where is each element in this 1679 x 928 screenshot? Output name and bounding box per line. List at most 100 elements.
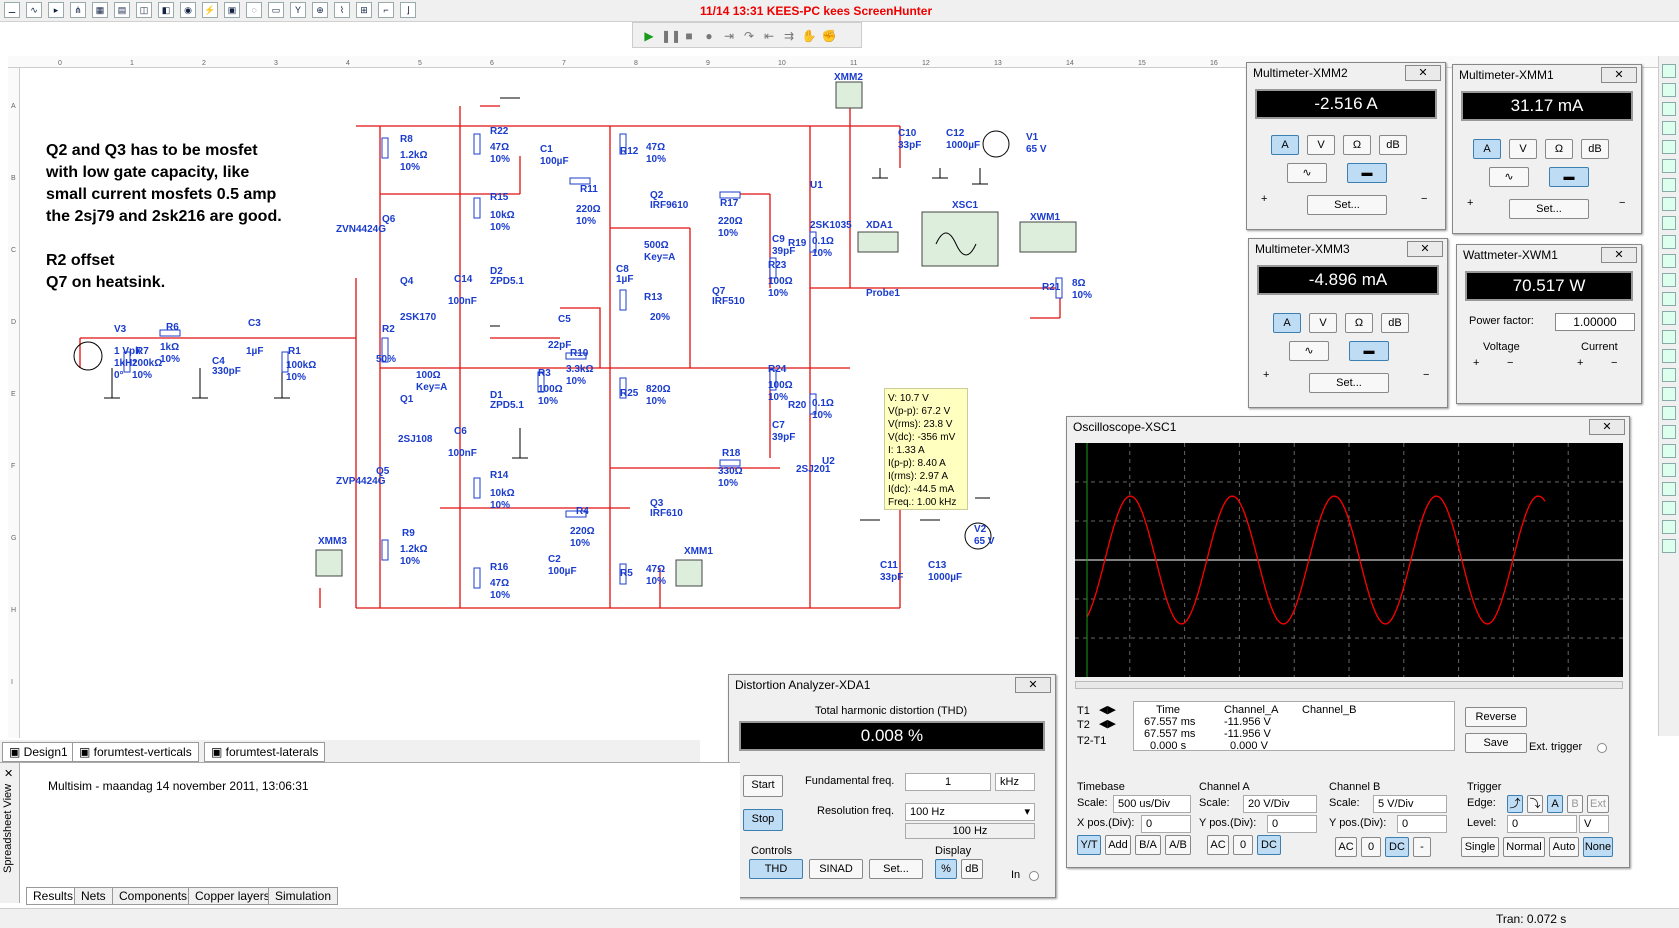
- breakpoint-icon[interactable]: ●: [705, 29, 713, 43]
- close-icon[interactable]: ✕: [1015, 677, 1051, 693]
- instrument-icon[interactable]: [1662, 349, 1676, 363]
- distortion-analyzer-window[interactable]: Distortion Analyzer-XDA1 ✕ Total harmoni…: [728, 674, 1056, 898]
- fundamental-unit-select[interactable]: kHz: [995, 773, 1035, 791]
- stop-icon[interactable]: ■: [685, 29, 693, 43]
- instrument-icon[interactable]: [1662, 102, 1676, 116]
- oscilloscope-xsc1-window[interactable]: Oscilloscope-XSC1 ✕ T1 T2 T2-T1 ◀▶ ◀▶ Ti…: [1066, 416, 1630, 868]
- ac-mode-button[interactable]: ∿: [1489, 167, 1529, 187]
- start-button[interactable]: Start: [743, 775, 783, 797]
- timebase-scale-input[interactable]: 500 us/Div: [1113, 795, 1191, 813]
- level-unit-select[interactable]: V: [1579, 815, 1609, 833]
- thd-button[interactable]: THD: [749, 859, 803, 879]
- instrument-icon[interactable]: [1662, 83, 1676, 97]
- reverse-button[interactable]: Reverse: [1465, 707, 1527, 727]
- close-icon[interactable]: ✕: [1589, 419, 1625, 435]
- in-terminal[interactable]: [1029, 871, 1039, 881]
- close-icon[interactable]: ✕: [4, 768, 14, 780]
- none-button[interactable]: None: [1583, 837, 1613, 857]
- grab-icon[interactable]: ✊: [821, 29, 837, 43]
- instrument-icon[interactable]: [1662, 501, 1676, 515]
- set-button[interactable]: Set...: [1509, 199, 1589, 219]
- instrument-icon[interactable]: [1662, 311, 1676, 325]
- bus-tool-icon[interactable]: ⌇: [334, 2, 350, 18]
- cmos-tool-icon[interactable]: ▤: [114, 2, 130, 18]
- tab-nets[interactable]: Nets: [74, 887, 113, 905]
- db-button[interactable]: dB: [1581, 139, 1609, 159]
- step-tool-icon[interactable]: ⌋: [400, 2, 416, 18]
- instrument-icon[interactable]: [1662, 64, 1676, 78]
- ttl-tool-icon[interactable]: ▦: [92, 2, 108, 18]
- set-button[interactable]: Set...: [1309, 373, 1389, 393]
- ac-mode-button[interactable]: ∿: [1287, 163, 1327, 183]
- tab-design1[interactable]: ▣ Design1: [2, 742, 75, 762]
- channel-a-ypos-input[interactable]: 0: [1267, 815, 1317, 833]
- multimeter-xmm2-window[interactable]: Multimeter-XMM2 ✕ -2.516 A A V Ω dB ∿ ▬ …: [1246, 62, 1446, 230]
- close-icon[interactable]: ✕: [1405, 65, 1441, 81]
- pause-icon[interactable]: ❚❚: [661, 29, 682, 43]
- xpos-input[interactable]: 0: [1141, 815, 1191, 833]
- t2-arrows[interactable]: ◀▶: [1099, 718, 1116, 730]
- single-button[interactable]: Single: [1461, 837, 1499, 857]
- resistor-tool-icon[interactable]: ∿: [26, 2, 42, 18]
- sinad-button[interactable]: SINAD: [809, 859, 863, 879]
- tab-copper-layers[interactable]: Copper layers: [188, 887, 277, 905]
- rising-edge-icon[interactable]: ⤴: [1507, 795, 1523, 813]
- db-button[interactable]: dB: [1379, 135, 1407, 155]
- instrument-icon[interactable]: [1662, 520, 1676, 534]
- falling-edge-icon[interactable]: ⤵: [1527, 795, 1543, 813]
- instrument-icon[interactable]: [1662, 292, 1676, 306]
- instrument-icon[interactable]: [1662, 178, 1676, 192]
- hand-icon[interactable]: ✋: [801, 29, 817, 43]
- volt-button[interactable]: V: [1509, 139, 1537, 159]
- instrument-icon[interactable]: [1662, 197, 1676, 211]
- indicator-tool-icon[interactable]: ◉: [180, 2, 196, 18]
- instrument-icon[interactable]: [1662, 254, 1676, 268]
- connector-tool-icon[interactable]: ⌐: [378, 2, 394, 18]
- step-out-icon[interactable]: ⇤: [763, 29, 775, 43]
- chb-ac-button[interactable]: AC: [1335, 837, 1357, 857]
- dc-mode-button[interactable]: ▬: [1347, 163, 1387, 183]
- rf-tool-icon[interactable]: ◌: [246, 2, 262, 18]
- probe-tool-icon[interactable]: ⊕: [312, 2, 328, 18]
- volt-button[interactable]: V: [1307, 135, 1335, 155]
- amp-button[interactable]: A: [1273, 313, 1301, 333]
- multimeter-xmm3-window[interactable]: Multimeter-XMM3 ✕ -4.896 mA A V Ω dB ∿ ▬…: [1248, 238, 1448, 408]
- instrument-icon[interactable]: [1662, 140, 1676, 154]
- tab-forumtest-laterals[interactable]: ▣ forumtest-laterals: [204, 742, 326, 762]
- run-to-cursor-icon[interactable]: ⇉: [783, 29, 795, 43]
- instrument-icon[interactable]: [1662, 444, 1676, 458]
- percent-button[interactable]: %: [935, 859, 957, 879]
- ba-button[interactable]: B/A: [1135, 835, 1161, 855]
- power-tool-icon[interactable]: ⚡: [202, 2, 218, 18]
- trigger-b-button[interactable]: B: [1567, 795, 1583, 813]
- level-input[interactable]: 0: [1507, 815, 1577, 833]
- ohm-button[interactable]: Ω: [1345, 313, 1373, 333]
- mixed-tool-icon[interactable]: ◧: [158, 2, 174, 18]
- cha-zero-button[interactable]: 0: [1233, 835, 1253, 855]
- channel-b-scale-input[interactable]: 5 V/Div: [1373, 795, 1447, 813]
- multimeter-xmm1-window[interactable]: Multimeter-XMM1 ✕ 31.17 mA A V Ω dB ∿ ▬ …: [1452, 64, 1642, 234]
- amp-button[interactable]: A: [1473, 139, 1501, 159]
- ac-mode-button[interactable]: ∿: [1289, 341, 1329, 361]
- tab-forumtest-verticals[interactable]: ▣ forumtest-verticals: [72, 742, 199, 762]
- step-over-icon[interactable]: ↷: [743, 29, 755, 43]
- ext-trigger-terminal[interactable]: [1597, 743, 1607, 753]
- channel-a-scale-input[interactable]: 20 V/Div: [1243, 795, 1317, 813]
- antenna-tool-icon[interactable]: Y: [290, 2, 306, 18]
- instrument-icon[interactable]: [1662, 121, 1676, 135]
- instrument-icon[interactable]: [1662, 463, 1676, 477]
- instrument-icon[interactable]: [1662, 159, 1676, 173]
- volt-button[interactable]: V: [1309, 313, 1337, 333]
- chb-zero-button[interactable]: 0: [1361, 837, 1381, 857]
- misc-tool-icon[interactable]: ▣: [224, 2, 240, 18]
- instrument-icon[interactable]: [1662, 273, 1676, 287]
- trigger-a-button[interactable]: A: [1547, 795, 1563, 813]
- instrument-icon[interactable]: [1662, 539, 1676, 553]
- instrument-icon[interactable]: [1662, 387, 1676, 401]
- ab-button[interactable]: A/B: [1165, 835, 1191, 855]
- close-icon[interactable]: ✕: [1601, 247, 1637, 263]
- instrument-icon[interactable]: [1662, 482, 1676, 496]
- run-icon[interactable]: ▶: [644, 29, 654, 43]
- cha-ac-button[interactable]: AC: [1207, 835, 1229, 855]
- trigger-ext-button[interactable]: Ext: [1587, 795, 1609, 813]
